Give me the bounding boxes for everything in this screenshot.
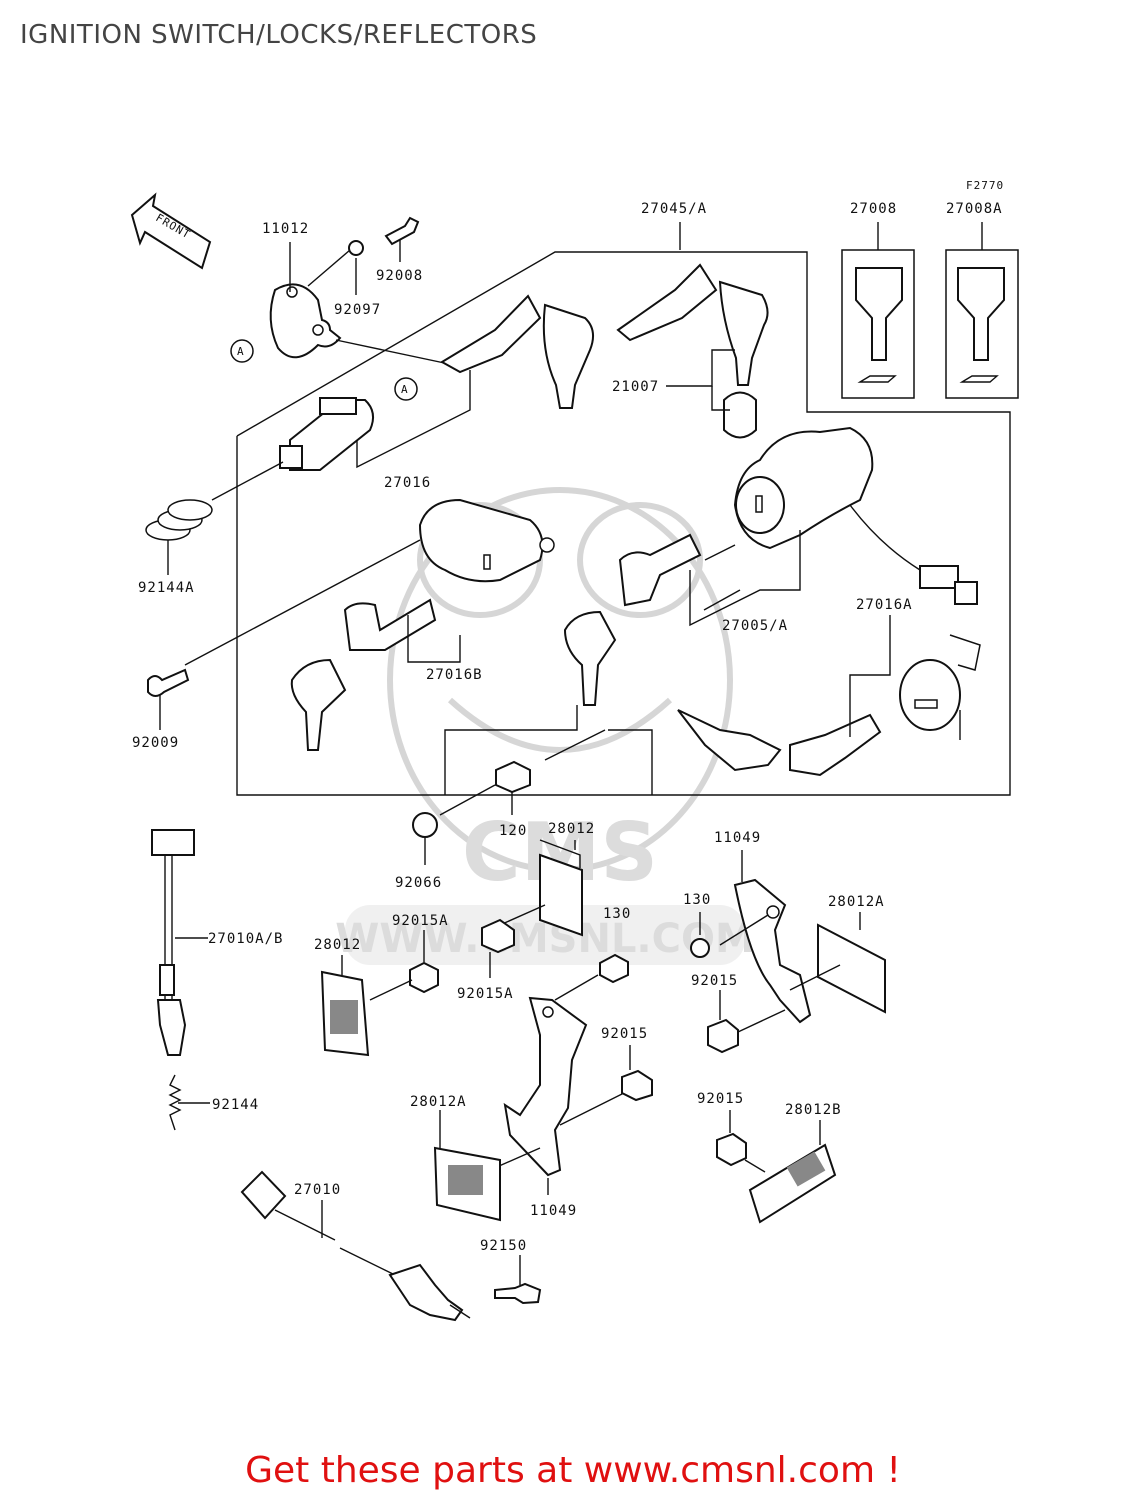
reflector-28012B-icon bbox=[748, 1143, 837, 1224]
sensor-27010AB-icon bbox=[151, 829, 195, 1056]
footer-link[interactable]: Get these parts at www.cmsnl.com ! bbox=[245, 1450, 901, 1491]
seat-lock-icon bbox=[899, 659, 961, 731]
bolt-icon bbox=[384, 216, 420, 246]
label-21007: 21007 bbox=[612, 379, 659, 395]
label-27016B: 27016B bbox=[426, 667, 483, 683]
label-27010AB: 27010A/B bbox=[208, 931, 283, 947]
label-130-left: 130 bbox=[603, 906, 631, 922]
washer-icon bbox=[348, 240, 364, 256]
key-pair-top-icon bbox=[616, 263, 718, 342]
figure-code: F2770 bbox=[966, 179, 1004, 192]
label-92015A-top: 92015A bbox=[392, 913, 449, 929]
label-28012-left: 28012 bbox=[314, 937, 361, 953]
spring-92144-icon bbox=[168, 1074, 182, 1131]
bolt-130-left-icon bbox=[599, 953, 629, 984]
watermark-site: WWW.CMSNL.COM bbox=[335, 916, 755, 962]
callout-a-right bbox=[394, 377, 418, 401]
screw-icon bbox=[147, 668, 190, 697]
grommet-icon bbox=[412, 812, 438, 838]
reflector-pattern bbox=[330, 1000, 358, 1034]
label-92144A: 92144A bbox=[138, 580, 195, 596]
label-27010: 27010 bbox=[294, 1182, 341, 1198]
nut-92015-low-icon bbox=[716, 1132, 747, 1167]
label-92015-low: 92015 bbox=[697, 1091, 744, 1107]
callout-a-left bbox=[230, 339, 254, 363]
key-pair-right-icon bbox=[677, 709, 782, 772]
label-120: 120 bbox=[499, 823, 527, 839]
label-11049-top: 11049 bbox=[714, 830, 761, 846]
label-27045: 27045/A bbox=[641, 201, 707, 217]
label-28012-top: 28012 bbox=[548, 821, 595, 837]
label-27008A: 27008A bbox=[946, 201, 1003, 217]
label-27005: 27005/A bbox=[722, 618, 788, 634]
cover-plate-icon bbox=[269, 283, 342, 359]
reflector-pattern-3 bbox=[786, 1151, 826, 1187]
helmet-lock-icon bbox=[418, 498, 544, 583]
bolt-130-right-icon bbox=[690, 938, 710, 958]
label-92008: 92008 bbox=[376, 268, 423, 284]
label-92144: 92144 bbox=[212, 1097, 259, 1113]
nut-92015A-top-icon bbox=[481, 918, 515, 954]
label-92015-right: 92015 bbox=[691, 973, 738, 989]
lock-cylinder-icon bbox=[289, 399, 375, 471]
reflector-28012A-right-icon bbox=[817, 923, 886, 1014]
label-92097: 92097 bbox=[334, 302, 381, 318]
label-28012B: 28012B bbox=[785, 1102, 842, 1118]
label-28012A-bottom: 28012A bbox=[410, 1094, 467, 1110]
front-arrow-icon: FRONT bbox=[130, 192, 212, 270]
nut-120-icon bbox=[495, 760, 531, 794]
label-92150: 92150 bbox=[480, 1238, 527, 1254]
key-pair-mid-icon bbox=[618, 533, 702, 607]
spring-icon bbox=[145, 499, 213, 541]
label-28012A-right: 28012A bbox=[828, 894, 885, 910]
screw-92150-icon bbox=[494, 1282, 542, 1305]
callout-a-right-label: A bbox=[401, 383, 409, 396]
key-pair-icon bbox=[440, 294, 542, 374]
label-92015A-bottom: 92015A bbox=[457, 986, 514, 1002]
label-130-right: 130 bbox=[683, 892, 711, 908]
label-11012: 11012 bbox=[262, 221, 309, 237]
nut-92015-mid-icon bbox=[621, 1069, 653, 1102]
bracket-11049-top-icon bbox=[733, 878, 812, 1024]
key-pair-left-icon bbox=[343, 598, 437, 651]
label-27016: 27016 bbox=[384, 475, 431, 491]
label-92066: 92066 bbox=[395, 875, 442, 891]
nut-92015A-bottom-icon bbox=[409, 961, 439, 994]
page-title: IGNITION SWITCH/LOCKS/REFLECTORS bbox=[20, 20, 538, 50]
cap-icon bbox=[723, 391, 757, 439]
label-92015-mid: 92015 bbox=[601, 1026, 648, 1042]
key-blank-27008-icon bbox=[855, 267, 903, 361]
assembly-frame bbox=[236, 251, 1011, 796]
label-27016A: 27016A bbox=[856, 597, 913, 613]
switch-27010-icon bbox=[240, 1170, 471, 1322]
label-27008: 27008 bbox=[850, 201, 897, 217]
key-blank-27008A-icon bbox=[957, 267, 1005, 361]
connector-icon bbox=[919, 565, 959, 589]
reflector-28012-top-icon bbox=[539, 853, 583, 937]
label-11049-bottom: 11049 bbox=[530, 1203, 577, 1219]
nut-92015-right-icon bbox=[707, 1018, 739, 1054]
callout-a-left-label: A bbox=[237, 345, 245, 358]
bracket-11049-bottom-icon bbox=[503, 996, 588, 1177]
label-92009: 92009 bbox=[132, 735, 179, 751]
reflector-pattern-2 bbox=[448, 1165, 483, 1195]
